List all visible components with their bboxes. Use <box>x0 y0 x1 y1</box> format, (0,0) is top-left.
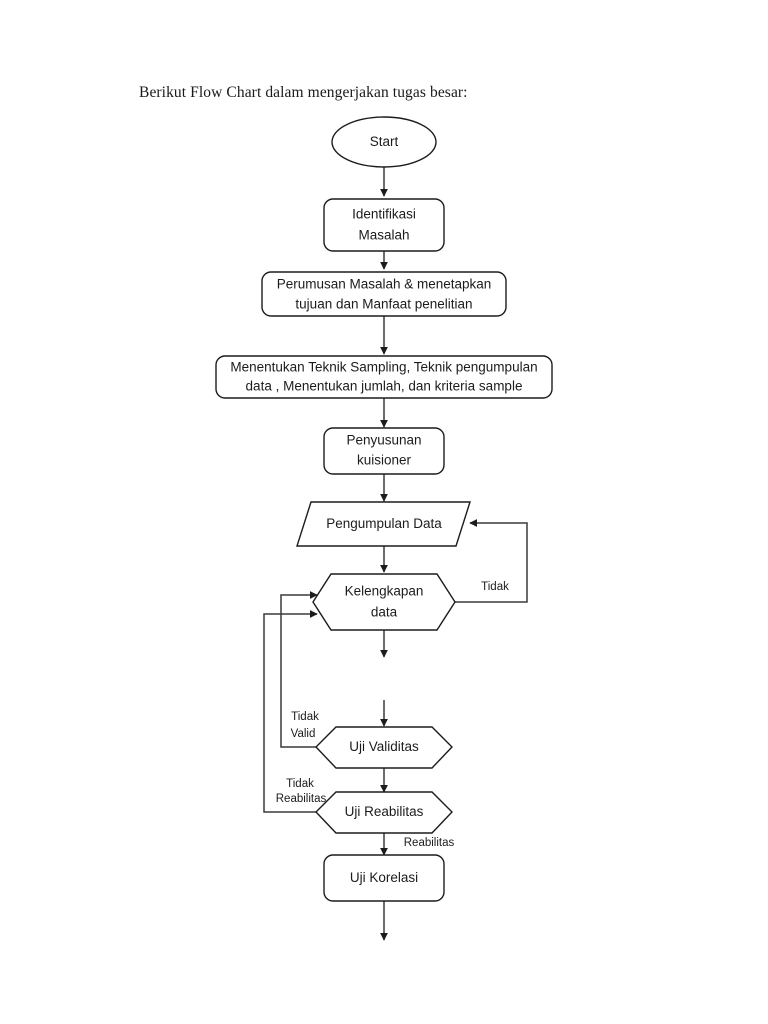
pengumpulan-label: Pengumpulan Data <box>326 516 442 531</box>
node-start[interactable]: Start <box>331 116 437 168</box>
node-menentukan-teknik-sampling[interactable]: Menentukan Teknik Sampling, Teknik pengu… <box>215 355 553 399</box>
edge-label-tidak: Tidak <box>481 581 509 593</box>
pengumpulan-shape <box>296 501 471 547</box>
edge-label-tidak-valid-line1: Tidak <box>291 711 319 723</box>
identifikasi-label-line1: Identifikasi <box>352 207 416 222</box>
korelasi-shape <box>323 854 445 902</box>
kelengkapan-label-line1: Kelengkapan <box>345 584 424 599</box>
connector-validitas-tidak-valid-loop <box>280 591 318 748</box>
identifikasi-label-line2: Masalah <box>358 228 409 243</box>
start-shape <box>331 116 437 168</box>
node-uji-reabilitas[interactable]: Uji Reabilitas <box>315 791 453 834</box>
perumusan-label-line2: tujuan dan Manfaat penelitian <box>295 297 472 312</box>
edge-label-layer: Tidak Tidak Valid Tidak Reabilitas Reabi… <box>276 581 509 849</box>
edge-label-reabilitas: Reabilitas <box>404 837 455 849</box>
kelengkapan-label-line2: data <box>371 605 398 620</box>
menentukan-shape <box>215 355 553 399</box>
node-identifikasi-masalah[interactable]: Identifikasi Masalah <box>323 198 445 252</box>
korelasi-label: Uji Korelasi <box>350 870 418 885</box>
node-penyusunan-kuisioner[interactable]: Penyusunan kuisioner <box>323 427 445 475</box>
node-uji-validitas[interactable]: Uji Validitas <box>315 726 453 769</box>
menentukan-label-line1: Menentukan Teknik Sampling, Teknik pengu… <box>230 360 537 375</box>
reabilitas-shape <box>315 791 453 834</box>
menentukan-label-line2: data , Menentukan jumlah, dan kriteria s… <box>246 379 523 394</box>
perumusan-shape <box>261 271 507 317</box>
validitas-label: Uji Validitas <box>349 739 419 754</box>
validitas-shape <box>315 726 453 769</box>
edge-label-tidak-valid-line2: Valid <box>291 728 316 740</box>
kelengkapan-shape <box>312 573 456 631</box>
connector-kelengkapan-tidak-loop <box>455 519 528 603</box>
penyusunan-label-line2: kuisioner <box>357 453 412 468</box>
penyusunan-shape <box>323 427 445 475</box>
edge-label-tidak-reabilitas-line2: Reabilitas <box>276 793 327 805</box>
node-uji-korelasi[interactable]: Uji Korelasi <box>323 854 445 902</box>
page-title: Berikut Flow Chart dalam mengerjakan tug… <box>139 84 468 101</box>
edge-label-tidak-reabilitas-line1: Tidak <box>286 778 314 790</box>
node-pengumpulan-data[interactable]: Pengumpulan Data <box>296 501 471 547</box>
node-kelengkapan-data[interactable]: Kelengkapan data <box>312 573 456 631</box>
reabilitas-label: Uji Reabilitas <box>345 804 424 819</box>
connector-reabilitas-tidak-loop <box>263 610 318 813</box>
penyusunan-label-line1: Penyusunan <box>346 433 421 448</box>
perumusan-label-line1: Perumusan Masalah & menetapkan <box>277 277 492 292</box>
node-perumusan-masalah[interactable]: Perumusan Masalah & menetapkan tujuan da… <box>261 271 507 317</box>
connector-layer <box>263 167 528 941</box>
identifikasi-shape <box>323 198 445 252</box>
start-label: Start <box>370 134 399 149</box>
